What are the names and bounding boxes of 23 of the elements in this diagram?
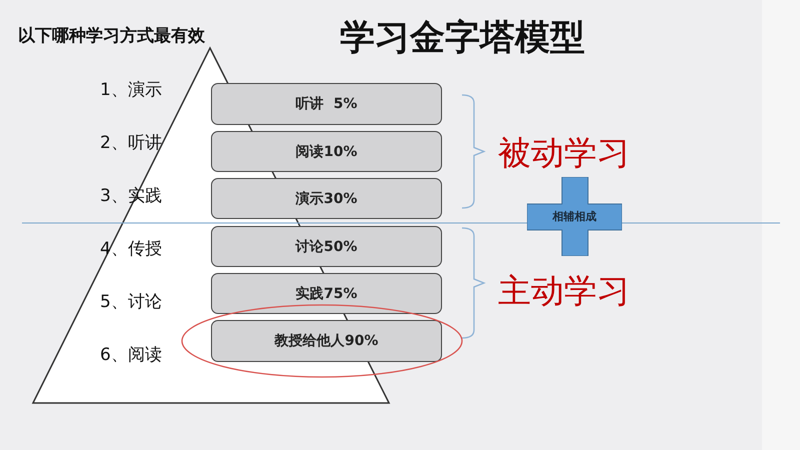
- cross-label: 相辅相成: [552, 209, 596, 224]
- rate-box: [211, 178, 442, 219]
- rate-box: [211, 273, 442, 314]
- list-item: 1、演示: [100, 79, 162, 101]
- title: 学习金字塔模型: [340, 17, 585, 60]
- rate-box: [211, 226, 442, 267]
- list-item: 5、讨论: [100, 291, 162, 313]
- group-label: 被动学习: [498, 132, 630, 174]
- list-item: 6、阅读: [100, 344, 162, 366]
- list-item: 4、传授: [100, 238, 162, 260]
- rate-text: 讨论50%: [296, 238, 358, 256]
- rate-text: 听讲 5%: [296, 95, 358, 113]
- rate-text: 实践75%: [296, 284, 358, 302]
- rate-text: 阅读10%: [296, 142, 358, 160]
- question-text: 以下哪种学习方式最有效: [18, 25, 205, 47]
- list-item: 2、听讲: [100, 132, 162, 154]
- group-label: 主动学习: [498, 270, 630, 312]
- rate-box: [211, 131, 442, 172]
- rate-box: [211, 83, 442, 125]
- rate-text: 教授给他人90%: [274, 332, 378, 350]
- cross-shape: [527, 177, 622, 256]
- rate-box: [211, 320, 442, 362]
- rate-text: 演示30%: [296, 190, 358, 208]
